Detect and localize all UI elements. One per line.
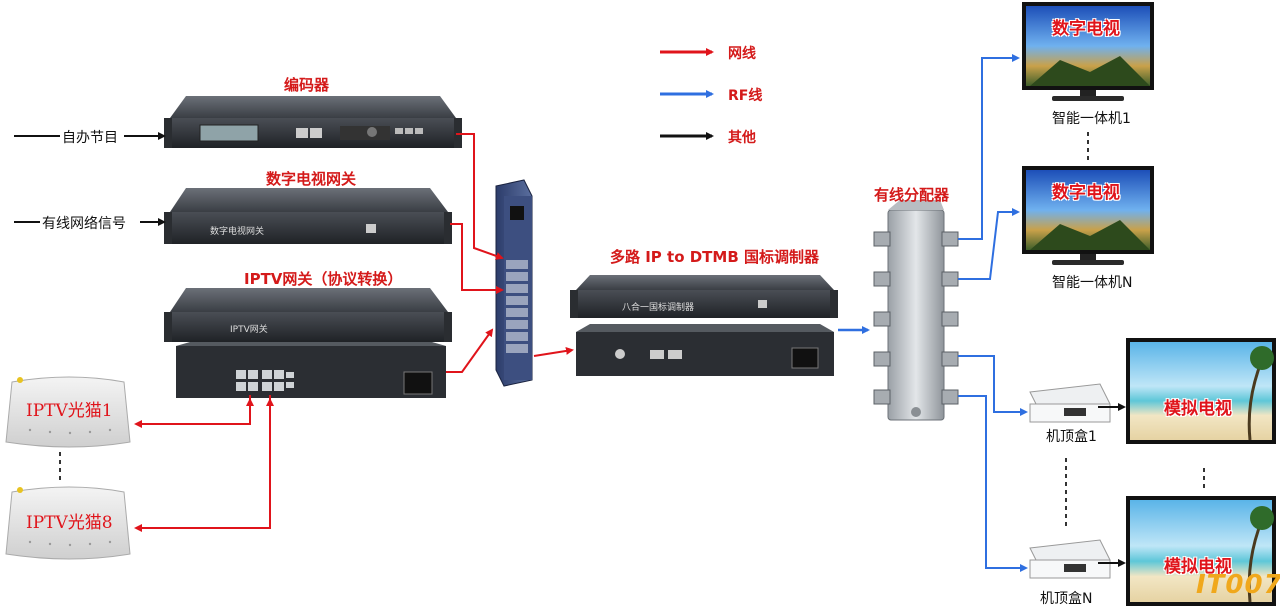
set-top-box-n [1029, 539, 1111, 579]
splitter-to-smart-tvn-line [958, 208, 1020, 280]
iptv-modem-8 [5, 486, 131, 560]
iptv-gateway-title: IPTV网关（协议转换） [244, 270, 403, 288]
stb-n-caption: 机顶盒N [1040, 591, 1093, 607]
analog-tv-n-screen-text: 模拟电视 [1164, 557, 1232, 577]
dtv-gateway-to-switch-line [450, 223, 504, 294]
iptv-modem-1 [5, 376, 131, 448]
smart-tv-n [1022, 166, 1154, 265]
encoder-to-switch-line [456, 133, 504, 260]
gateway-to-modem1-line [134, 395, 251, 428]
watermark-logo: IT007 [1196, 570, 1280, 600]
cable-splitter [873, 200, 959, 421]
network-switch [495, 179, 533, 387]
legend-rf-label: RF线 [728, 88, 763, 104]
dtv-gateway-title: 数字电视网关 [266, 170, 357, 188]
iptv-gateway-panel-text: IPTV网关 [230, 325, 268, 335]
splitter-title: 有线分配器 [874, 186, 950, 204]
stb-1-caption: 机顶盒1 [1046, 429, 1097, 445]
encoder-title: 编码器 [284, 76, 330, 94]
smart-tv-n-caption: 智能一体机N [1052, 275, 1133, 291]
dtv-gateway-device [164, 188, 452, 244]
self-program-label: 自办节目 [62, 130, 118, 146]
splitter-to-smart-tv1-line [958, 54, 1020, 240]
dtv-gateway-panel-text: 数字电视网关 [210, 227, 265, 237]
encoder-device [164, 96, 462, 148]
modulator-device [570, 275, 838, 376]
smart-tv-1 [1022, 2, 1154, 101]
set-top-box-1 [1029, 383, 1111, 423]
iptv-gateway-device [164, 288, 452, 398]
splitter-to-stb1-line [958, 355, 1028, 416]
modem-1-label: IPTV光猫1 [26, 401, 113, 421]
modulator-panel-text: 八合一国标调制器 [622, 303, 695, 313]
cable-signal-label: 有线网络信号 [42, 216, 126, 232]
smart-tv-1-caption: 智能一体机1 [1052, 111, 1131, 127]
analog-tv-n [1126, 496, 1276, 606]
analog-tv-1 [1126, 338, 1276, 444]
smart-tv-n-screen-text: 数字电视 [1052, 183, 1120, 203]
modem-8-label: IPTV光猫8 [26, 513, 113, 533]
legend-network-label: 网线 [728, 46, 756, 62]
smart-tv-1-screen-text: 数字电视 [1052, 19, 1120, 39]
legend [660, 48, 714, 140]
switch-to-modulator-line [533, 346, 574, 357]
analog-tv-1-screen-text: 模拟电视 [1164, 399, 1232, 419]
legend-other-label: 其他 [728, 130, 756, 146]
modulator-title: 多路 IP to DTMB 国标调制器 [610, 248, 819, 266]
iptv-gateway-to-switch-line [446, 328, 494, 373]
splitter-to-stbn-line [958, 395, 1028, 572]
